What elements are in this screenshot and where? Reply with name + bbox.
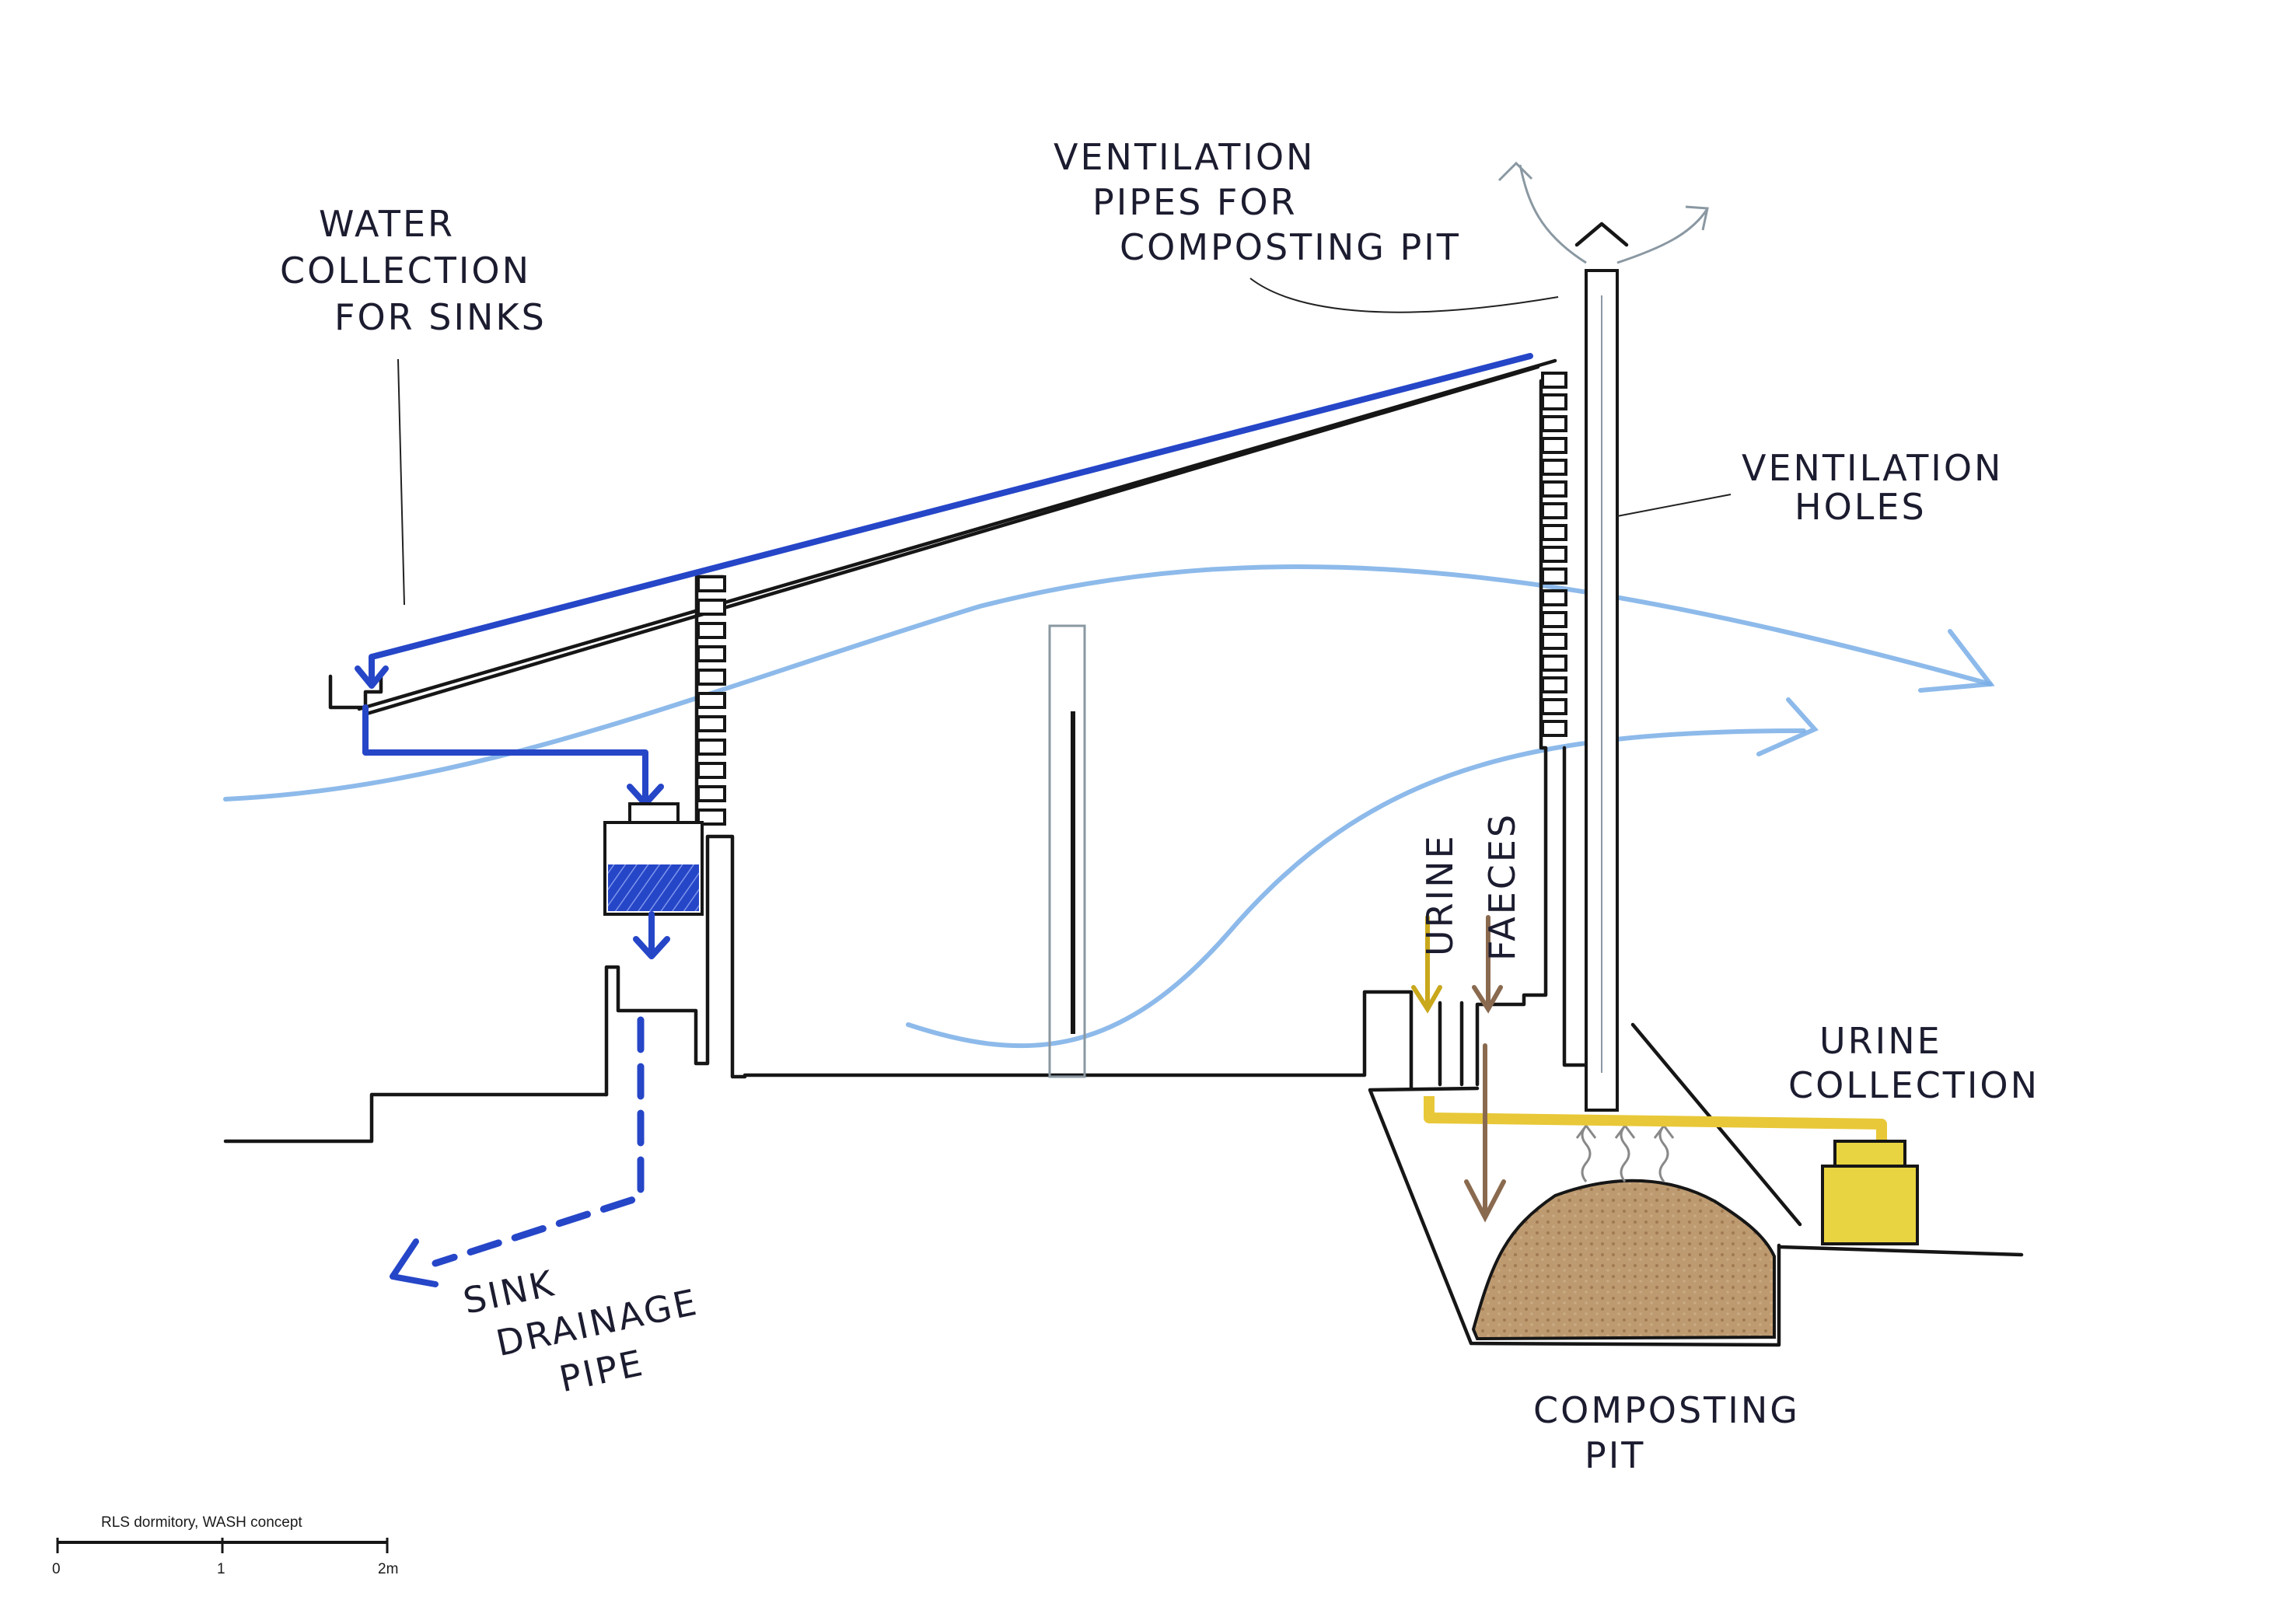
label-sink-drainage: SINK DRAINAGE PIPE	[460, 1231, 725, 1416]
ventilation-hole	[1541, 698, 1567, 715]
ventilation-hole	[1541, 437, 1567, 454]
scale-tick-1: 1	[217, 1561, 225, 1577]
vent-plume-right	[1616, 205, 1709, 264]
ventilation-hole	[697, 785, 726, 802]
gutter	[328, 674, 383, 710]
airflow-upper-curve	[223, 564, 1993, 802]
ventilation-hole	[1541, 480, 1567, 498]
ventilation-hole	[1541, 546, 1567, 563]
roof-underside	[357, 358, 1557, 711]
ventilation-hole	[697, 669, 726, 686]
scale-bar: 0 1 2m	[52, 1538, 398, 1577]
ventilation-hole	[1541, 568, 1567, 585]
ground-left	[223, 1092, 609, 1144]
ventilation-hole	[1541, 676, 1567, 693]
roof-top-line	[365, 365, 1540, 716]
ventilation-hole	[1541, 372, 1567, 389]
composting-pit-walls	[1368, 1086, 1781, 1347]
label-ventilation-pipes: VENTILATION PIPES FOR COMPOSTING PIT	[1054, 136, 1461, 268]
gutter-down-arrow	[355, 665, 389, 689]
urine-pipe	[1424, 1096, 1887, 1143]
ventilation-hole	[1541, 611, 1567, 628]
faeces-arrow	[1464, 915, 1506, 1223]
toilet-chute	[1438, 1001, 1464, 1087]
airflow-lower-curve	[906, 728, 1806, 1049]
ventilation-holes-left	[697, 575, 726, 826]
sink-drainage-pipe	[432, 1016, 645, 1267]
left-wall-lower	[604, 834, 1414, 1097]
label-ventilation-holes: VENTILATION HOLES	[1742, 447, 2017, 528]
ventilation-hole	[1541, 459, 1567, 476]
ventilation-hole	[697, 575, 726, 592]
ventilation-hole	[697, 762, 726, 779]
ground-right	[1778, 1245, 2024, 1257]
right-wall	[1475, 379, 1596, 1087]
ventilation-hole	[697, 808, 726, 826]
ventilation-hole	[1541, 393, 1567, 410]
urine-arrow	[1411, 915, 1442, 1014]
ventilation-hole	[697, 645, 726, 662]
water-tank	[603, 802, 704, 916]
ventilation-hole	[697, 739, 726, 756]
ventilation-holes-right	[1541, 372, 1567, 737]
label-urine: URINE	[1419, 833, 1461, 956]
scale-tick-0: 0	[52, 1561, 61, 1577]
ventilation-hole	[1541, 720, 1567, 737]
interior-door	[1048, 624, 1086, 1078]
ventilation-hole	[1541, 415, 1567, 432]
leader-ventilation-holes	[1616, 494, 1732, 517]
ventilation-hole	[1541, 655, 1567, 672]
airflow-lower-arrowhead	[1756, 697, 1819, 756]
scale-tick-2m: 2m	[378, 1561, 398, 1577]
urine-collection-tank	[1821, 1140, 1919, 1245]
ventilation-hole	[697, 622, 726, 639]
label-urine-collection: URINE COLLECTION	[1788, 1020, 2039, 1106]
label-water-collection: WATER COLLECTION FOR SINKS	[280, 203, 547, 338]
ventilation-hole	[697, 715, 726, 732]
vent-plume-left	[1497, 161, 1587, 264]
label-composting-pit: COMPOSTING PIT	[1533, 1389, 1814, 1476]
gas-wisps	[1575, 1123, 1675, 1182]
drainage-arrowhead	[390, 1238, 439, 1287]
label-faeces: FAECES	[1481, 812, 1523, 961]
tank-outlet-arrow	[633, 911, 670, 959]
caption: RLS dormitory, WASH concept	[101, 1514, 302, 1531]
compost-pile	[1471, 1179, 1776, 1341]
supply-pipe	[362, 704, 648, 804]
ventilation-hole	[1541, 633, 1567, 650]
ventilation-hole	[697, 599, 726, 616]
ventilation-hole	[1541, 589, 1567, 606]
leader-water-collection	[397, 358, 405, 606]
leader-ventilation-pipes	[1249, 278, 1559, 313]
ventilation-hole	[697, 692, 726, 709]
ventilation-hole	[1541, 524, 1567, 541]
roof-rainwater-line	[369, 353, 1533, 683]
ventilation-pipe	[1574, 222, 1629, 1112]
ventilation-hole	[1541, 502, 1567, 519]
airflow-upper-arrowhead	[1918, 629, 1995, 693]
